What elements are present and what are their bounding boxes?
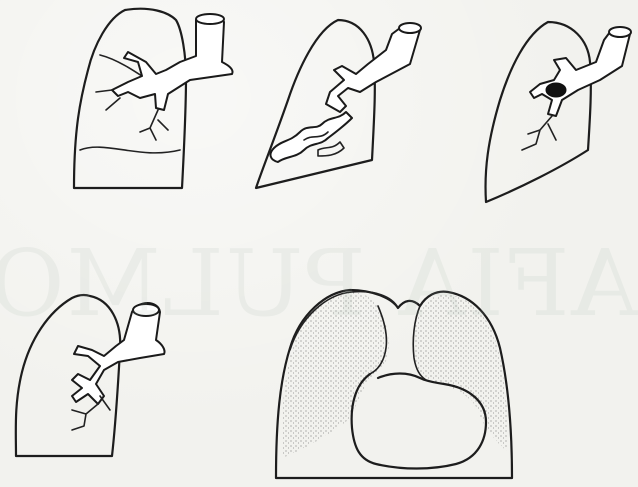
foreign-body-obstruction [546, 83, 566, 97]
bronchial-tree [112, 16, 233, 110]
trachea-opening [399, 23, 421, 33]
fissure-line [80, 147, 180, 153]
lung-diagram-1 [74, 9, 233, 188]
lung-outline [74, 9, 186, 188]
lung-diagram-2 [256, 20, 421, 188]
lung-diagram-3 [486, 22, 631, 202]
lung-outline [486, 22, 591, 202]
branch-lines [140, 110, 168, 140]
bronchial-tree [530, 28, 630, 116]
branch-lines [522, 116, 556, 150]
lung-outline [256, 20, 375, 188]
bronchial-tree [326, 24, 420, 112]
trachea-opening [609, 27, 631, 37]
trachea-opening [196, 14, 224, 24]
bleed-through-text: AFIA PULMONAR [0, 230, 638, 337]
